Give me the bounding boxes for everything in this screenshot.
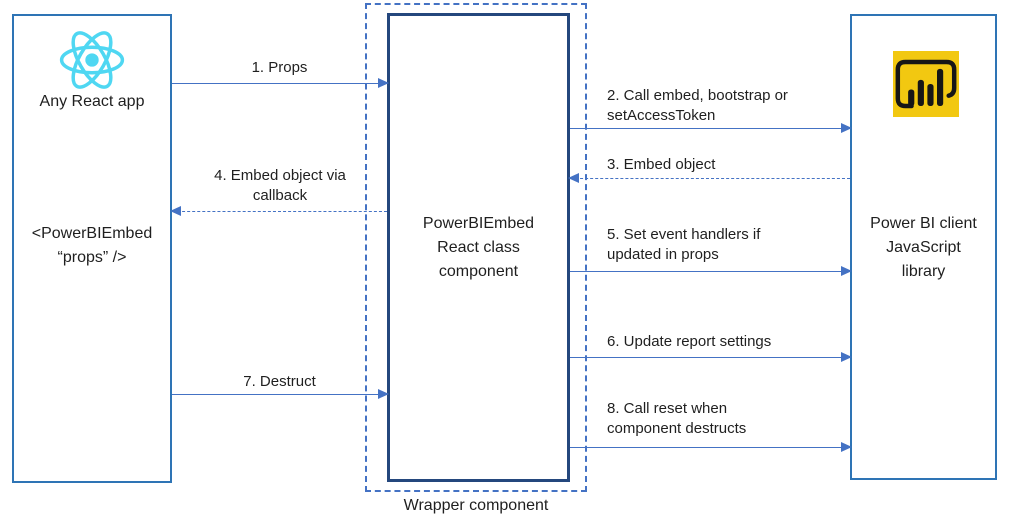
arrow-8-call-reset	[570, 441, 852, 452]
arrow-7-destruct	[172, 388, 389, 399]
arrow-2-label: 2. Call embed, bootstrap or setAccessTok…	[607, 87, 788, 124]
arrow-1-label: 1. Props	[251, 59, 308, 76]
powerbi-library-box	[850, 14, 997, 480]
arrow-4-embed-callback	[170, 205, 387, 216]
arrow-3-label: 3. Embed object	[607, 156, 716, 173]
arrow-6-update-settings	[570, 351, 852, 362]
any-react-app-label: Any React app	[39, 93, 145, 110]
arrow-7-label: 7. Destruct	[243, 373, 316, 390]
powerbi-library-label: Power BI client JavaScript library	[870, 215, 977, 280]
arrow-4-label: 4. Embed object via callback	[214, 167, 346, 204]
power-bi-icon	[892, 51, 960, 117]
arrow-2-call-embed	[570, 122, 852, 133]
any-react-app-box	[12, 14, 172, 483]
arrow-3-embed-object	[568, 172, 850, 183]
arrow-6-label: 6. Update report settings	[607, 333, 772, 350]
arrow-5-set-event-handlers	[570, 265, 852, 276]
powerbiembed-class-label: PowerBIEmbed React class component	[422, 215, 535, 280]
wrapper-component-caption: Wrapper component	[403, 497, 549, 514]
arrow-5-label: 5. Set event handlers if updated in prop…	[607, 226, 761, 263]
powerbiembed-props-code: <PowerBIEmbed “props” />	[31, 225, 153, 266]
react-logo-icon	[57, 29, 127, 91]
wrapper-component-box	[365, 3, 587, 492]
arrow-8-label: 8. Call reset when component destructs	[607, 400, 747, 437]
powerbiembed-class-box	[387, 13, 570, 482]
arrow-1-props	[172, 77, 389, 88]
